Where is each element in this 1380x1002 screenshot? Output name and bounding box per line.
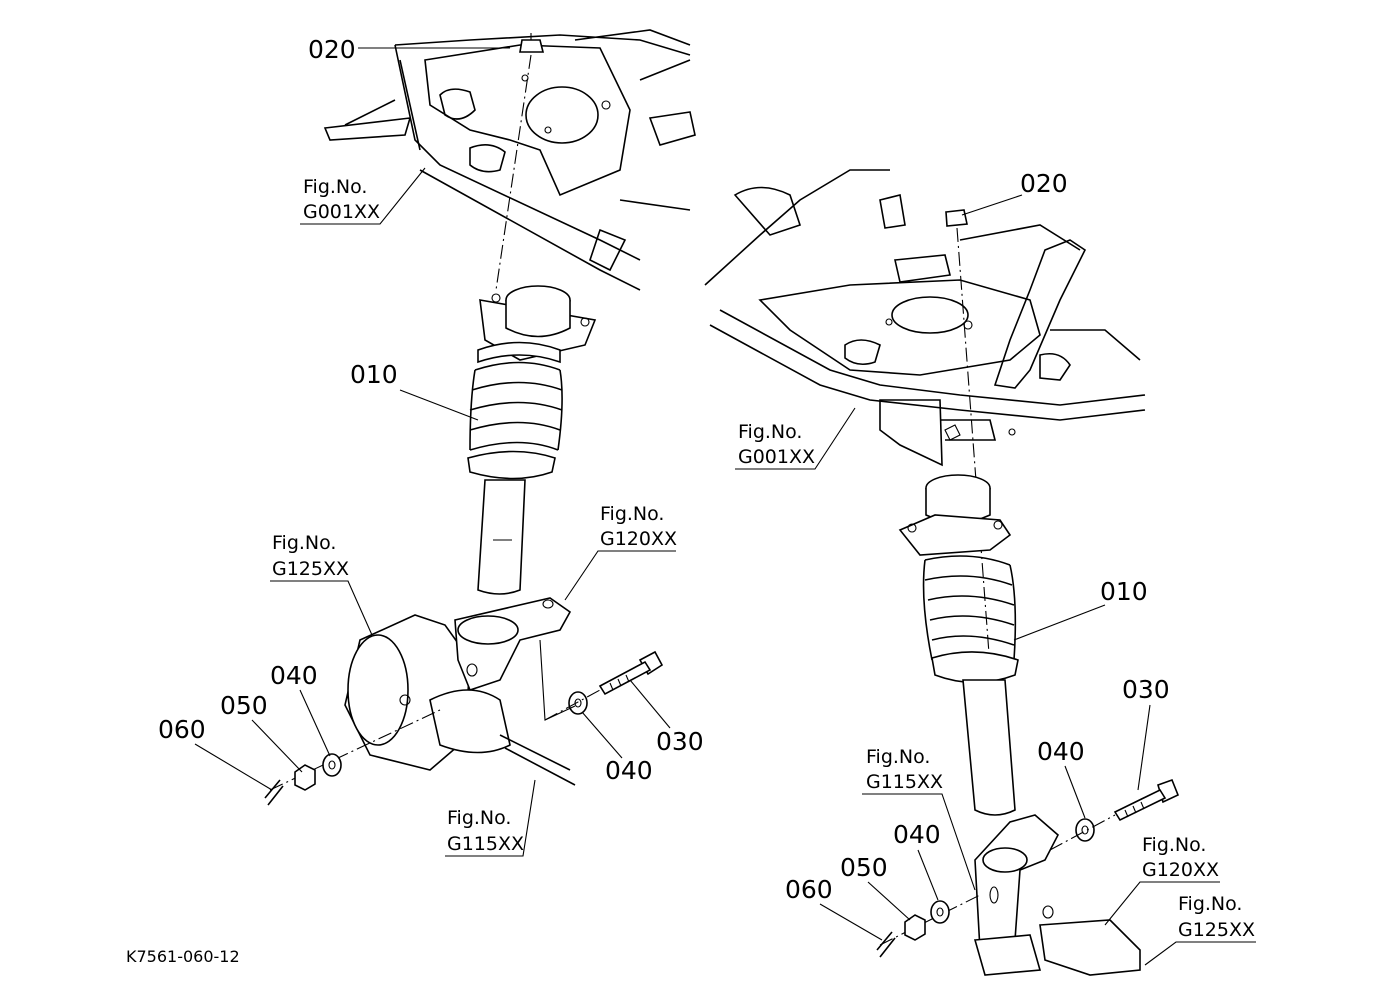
right-figref-knuckle-line2: G120XX — [1142, 859, 1219, 881]
right-leader-060 — [819, 903, 883, 941]
left-figref-axle-leader — [445, 779, 536, 857]
left-figref-frame-line1: Fig.No. — [303, 176, 367, 198]
right-leader-030 — [1137, 704, 1151, 791]
left-pin-060 — [264, 779, 284, 806]
left-bolt-030 — [598, 650, 664, 696]
right-figref-axle-line2: G115XX — [866, 771, 943, 793]
left-figref-hub-line1: Fig.No. — [272, 532, 336, 554]
left-figref-hub-line2: G125XX — [272, 558, 349, 580]
right-strut-assembly-010 — [898, 474, 1019, 816]
right-figref-frame-line2: G001XX — [738, 446, 815, 468]
left-bolt-centerline — [544, 689, 601, 721]
left-washer-040-nut — [322, 753, 342, 777]
left-callout-040-nut: 040 — [270, 661, 318, 690]
left-figref-frame-leader — [300, 167, 426, 225]
left-figref-knuckle-line1: Fig.No. — [600, 503, 664, 525]
right-figref-hub-leader — [1144, 941, 1256, 966]
left-callout-060: 060 — [158, 715, 206, 744]
left-figref-knuckle-leader — [564, 550, 676, 601]
right-washer-nut-hole — [936, 907, 944, 917]
right-pin-060 — [876, 931, 896, 958]
right-bolt-centerline — [1049, 814, 1116, 851]
right-callout-030: 030 — [1122, 675, 1170, 704]
right-axle-centerline — [879, 894, 981, 946]
left-callout-020: 020 — [308, 35, 356, 64]
drawing-code: K7561-060-12 — [126, 947, 240, 966]
left-figref-knuckle-line2: G120XX — [600, 528, 677, 550]
left-nut-020 — [519, 33, 545, 53]
left-nut-050 — [294, 764, 316, 791]
right-washer-040-nut — [930, 900, 950, 924]
right-figref-axle-leader — [862, 793, 976, 891]
left-callout-040-bolt: 040 — [605, 756, 653, 785]
right-washer-040-bolt — [1075, 818, 1095, 842]
left-figref-axle-line2: G115XX — [447, 833, 524, 855]
left-callout-050: 050 — [220, 691, 268, 720]
right-leader-050 — [867, 881, 911, 921]
left-washer-nut-hole — [328, 760, 336, 770]
right-knuckle-hub — [973, 814, 1141, 976]
right-frame-drawing — [704, 169, 1146, 467]
left-frame-drawing — [323, 29, 696, 291]
left-washer-040-bolt — [568, 691, 588, 715]
right-callout-060: 060 — [785, 875, 833, 904]
right-figref-hub-line1: Fig.No. — [1178, 893, 1242, 915]
right-assembly: 020 010 030 040 040 050 060 Fig.No. G001… — [704, 169, 1256, 976]
left-figref-frame-line2: G001XX — [303, 201, 380, 223]
left-knuckle-bracket-line — [539, 639, 576, 721]
right-leader-040-nut — [917, 849, 939, 901]
right-nut-020 — [945, 209, 968, 227]
right-figref-axle-line1: Fig.No. — [866, 746, 930, 768]
right-leader-010 — [1013, 604, 1106, 641]
right-callout-010: 010 — [1100, 577, 1148, 606]
left-leader-060 — [194, 743, 273, 791]
right-figref-knuckle-line1: Fig.No. — [1142, 834, 1206, 856]
right-callout-040-bolt: 040 — [1037, 737, 1085, 766]
left-callout-010: 010 — [350, 360, 398, 389]
right-figref-frame-leader — [735, 407, 856, 470]
left-figref-axle-line1: Fig.No. — [447, 807, 511, 829]
left-figref-hub-leader — [270, 580, 373, 636]
right-figref-knuckle-leader — [1104, 881, 1220, 926]
right-leader-040-bolt — [1064, 765, 1086, 819]
left-leader-050 — [251, 719, 303, 773]
left-washer-hole — [574, 698, 582, 708]
left-mount-centerline — [495, 54, 532, 291]
right-leader-020 — [961, 194, 1023, 216]
right-callout-020: 020 — [1020, 169, 1068, 198]
right-figref-frame-line1: Fig.No. — [738, 421, 802, 443]
left-leader-030 — [629, 679, 671, 729]
right-callout-050: 050 — [840, 853, 888, 882]
left-leader-040-nut — [299, 689, 331, 757]
right-bolt-030 — [1113, 778, 1180, 822]
right-callout-040-nut: 040 — [893, 820, 941, 849]
right-nut-050 — [904, 914, 926, 941]
left-leader-040-bolt — [581, 711, 623, 759]
left-assembly: 020 010 030 040 040 050 060 Fig.No. G001… — [158, 29, 704, 857]
left-knuckle-hub — [344, 597, 576, 786]
left-leader-010 — [399, 389, 479, 421]
left-callout-030: 030 — [656, 727, 704, 756]
right-figref-hub-line2: G125XX — [1178, 919, 1255, 941]
left-strut-assembly-010 — [467, 285, 597, 595]
